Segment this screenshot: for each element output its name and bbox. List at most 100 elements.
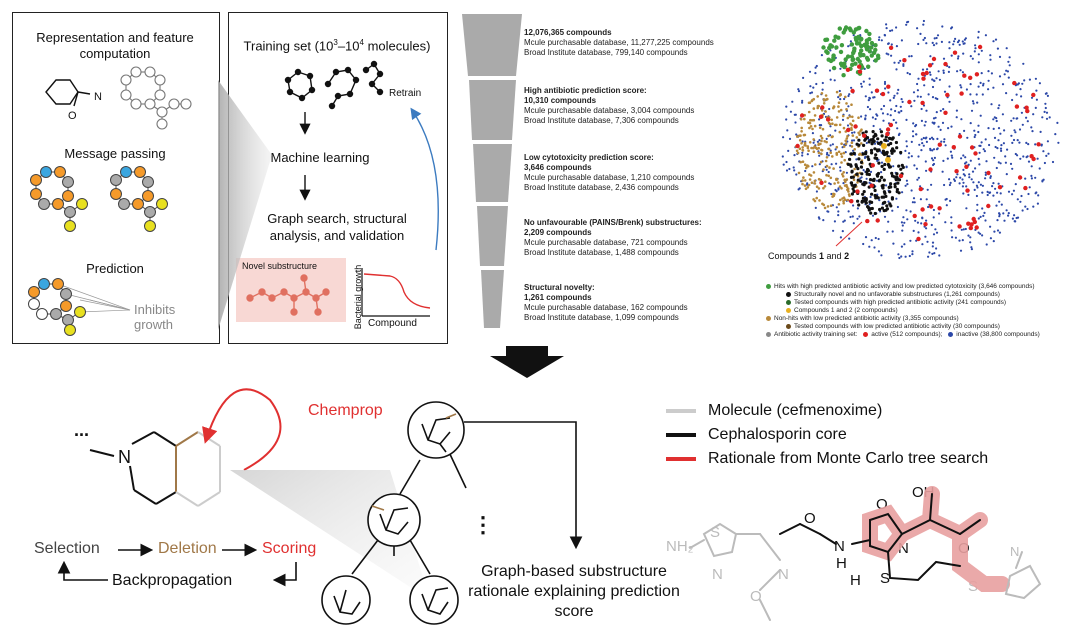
scatter-point-inactive [869,170,873,173]
scatter-point-inactive [937,70,940,73]
scatter-point-active [957,224,962,229]
scatter-point-inactive [795,173,798,176]
scatter-point-inactive [943,138,946,141]
scatter-point-inactive [837,96,840,99]
scatter-point-inactive [917,42,920,46]
scatter-point-inactive [992,40,995,43]
scatter-point-nonhit [832,167,835,170]
scatter-point-inactive [887,220,890,223]
atom-n-label: N [94,91,102,103]
scatter-point-inactive [948,85,951,88]
scatter-point-inactive [1032,205,1035,208]
scatter-point-active [795,143,800,149]
scatter-point-nonhit [848,115,852,118]
funnel-stage-5-count: 1,261 compounds [524,293,592,302]
scatter-point-nonhit [795,149,799,153]
scatter-point-novel [882,178,886,182]
scatter-legend-1: Structurally novel and no unfavorable su… [786,291,1000,299]
scatter-point-inactive [816,140,820,143]
scatter-point-inactive [938,254,941,257]
scatter-point-novel [866,155,870,159]
scatter-point-inactive [931,245,934,248]
scatter-point-inactive [974,44,977,47]
scatter-point-inactive [889,114,892,117]
scatter-point-inactive [974,47,977,50]
scatter-point-inactive [886,230,889,233]
scatter-point-inactive [880,161,884,164]
legend-core: Cephalosporin core [666,426,847,444]
scatter-point-hit [867,36,872,42]
scatter-point-inactive [864,114,867,117]
scatter-point-inactive [876,114,879,117]
scatter-point-inactive [905,209,908,212]
scatter-point-inactive [830,163,833,166]
scatter-point-inactive [917,155,920,158]
scatter-point-inactive [835,162,838,165]
scatter-point-inactive [809,92,812,95]
scatter-point-inactive [1011,98,1014,102]
scatter-point-inactive [908,254,911,258]
scatter-point-inactive [818,118,821,121]
scatter-point-nonhit [808,141,812,144]
scatter-point-inactive [987,88,990,91]
scatter-point-inactive [980,72,983,75]
scatter-point-inactive [862,80,865,83]
scatter-point-inactive [936,34,940,37]
scatter-point-inactive [944,221,947,224]
scatter-point-inactive [998,104,1001,107]
scatter-point-inactive [962,42,965,45]
funnel-stage-4-title: No unfavourable (PAINS/Brenk) substructu… [524,218,702,227]
scatter-point-nonhit [807,121,810,124]
scatter-point-inactive [986,193,989,197]
scatter-point-active [870,163,875,168]
scatter-point-inactive [880,254,883,257]
scatter-point-inactive [883,80,887,84]
scatter-point-inactive [880,171,883,174]
legend-dot-darkbrown [786,323,791,329]
scatter-point-inactive [950,26,954,29]
scatter-point-inactive [1032,113,1035,116]
scatter-point-nonhit [820,92,824,95]
scatter-point-hit [851,30,856,35]
scatter-point-inactive [981,207,984,210]
training-set-exp1: 3 [333,38,338,47]
scatter-point-inactive [919,198,923,201]
scatter-point-novel [851,175,855,179]
scatter-point-novel [870,192,874,196]
scatter-point-inactive [801,154,804,157]
legend-rationale-text: Rationale from Monte Carlo tree search [708,450,989,467]
scatter-point-nonhit [835,116,839,119]
cef-s1-label: S [880,570,891,587]
scatter-point-inactive [977,30,980,33]
scatter-point-novel [872,178,876,182]
funnel-stage-2-line1: Mcule purchasable database, 3,004 compou… [524,106,695,115]
scatter-point-novel [897,178,902,182]
scatter-legend-3-text: Compounds 1 and 2 (2 compounds) [794,307,898,314]
scatter-point-nonhit [806,186,810,189]
scatter-point-inactive [852,204,855,207]
scatter-point-inactive [814,206,817,209]
scatter-point-inactive [956,41,960,44]
scatter-point-inactive [960,228,963,231]
scatter-point-inactive [862,169,865,172]
scatter-point-inactive [994,38,998,41]
scatter-point-inactive [910,55,913,58]
scatter-point-inactive [982,84,985,87]
scatter-point-nonhit [849,122,852,126]
scatter-point-inactive [919,32,922,36]
scatter-point-inactive [791,100,794,103]
scatter-point-inactive [965,185,968,188]
scatter-point-inactive [916,27,919,30]
scatter-point-inactive [1025,116,1028,119]
scatter-point-inactive [978,151,981,154]
scatter-point-inactive [835,190,838,193]
scatter-point-inactive [973,129,976,132]
scatter-point-inactive [880,108,883,111]
scatter-point-inactive [820,54,824,57]
scatter-point-novel [870,206,874,211]
scatter-point-active [825,117,831,122]
legend-rationale-swatch [666,456,696,461]
prediction-label: Prediction [86,261,144,276]
scatter-point-inactive [1012,138,1016,142]
scatter-point-inactive [1014,183,1017,186]
